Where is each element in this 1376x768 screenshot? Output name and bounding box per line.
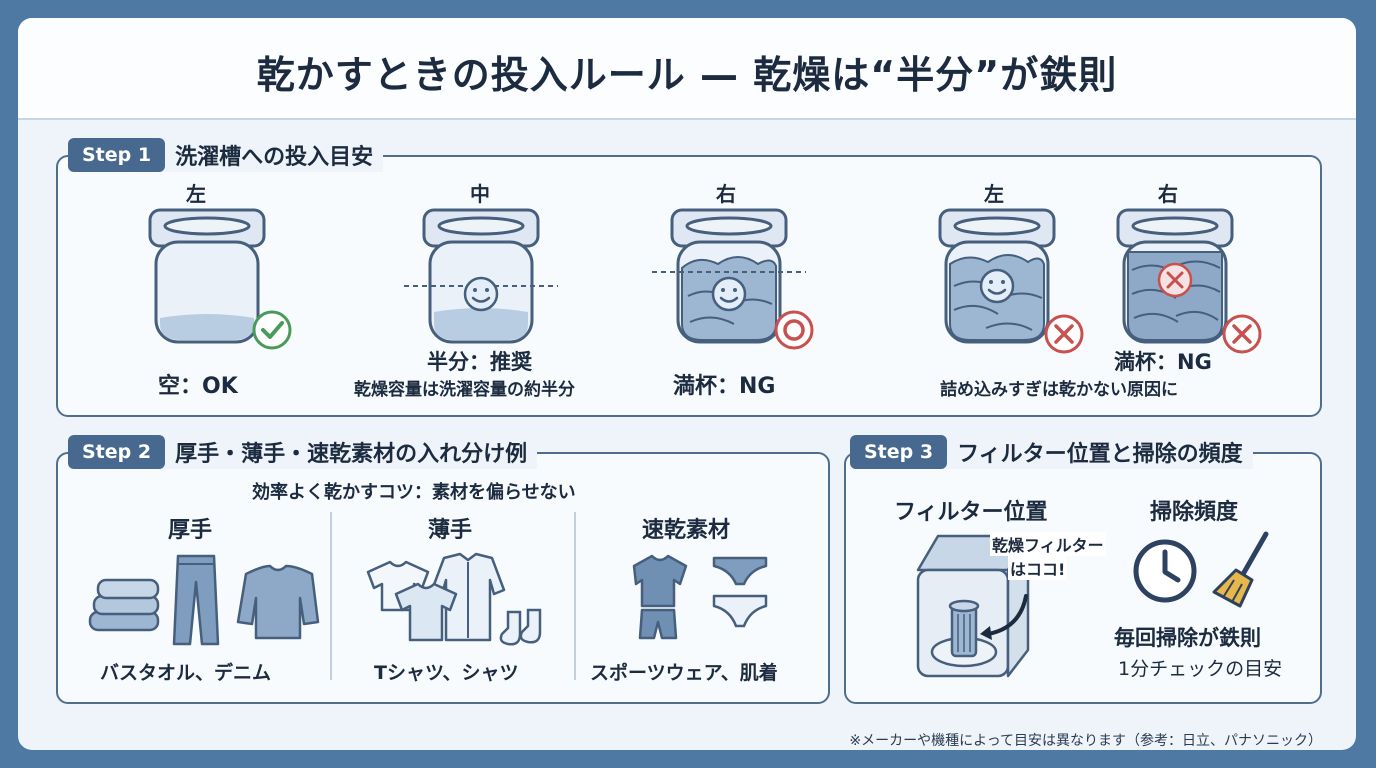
footnote: ※メーカーや機種によって目安は異なります（参考：日立、パナソニック）	[849, 733, 1322, 749]
step2-subtitle: 効率よく乾かすコツ：素材を偏らせない	[252, 482, 576, 503]
towel-icon	[88, 578, 160, 632]
smile-icon	[711, 276, 747, 312]
jeans-icon	[172, 554, 220, 646]
drum-3-label: 満杯：NG	[673, 374, 776, 399]
drum-full-illustration	[652, 208, 814, 350]
header: 乾かすときの投入ルール — 乾燥は“半分”が鉄則	[18, 18, 1356, 120]
broom-icon	[1212, 531, 1269, 608]
step1-title: 洗濯槽への投入目安	[175, 145, 374, 170]
thin-caption: Tシャツ、シャツ	[374, 662, 519, 684]
drum-half-illustration	[404, 208, 558, 344]
drum-overstuffed-illustration	[1116, 208, 1262, 354]
drum-2-note: 乾燥容量は洗濯容量の約半分	[354, 380, 575, 400]
thick-heading: 厚手	[168, 518, 213, 543]
thin-clothes-illustration	[366, 552, 542, 646]
step3-header: Step 3 フィルター位置と掃除の頻度	[850, 435, 1253, 469]
step1-header: Step 1 洗濯槽への投入目安	[68, 138, 384, 172]
drum-5-position: 右	[1158, 182, 1178, 206]
drum-empty-illustration	[148, 208, 292, 350]
clock-icon	[1133, 539, 1197, 603]
step3-badge: Step 3	[850, 435, 948, 469]
step2-header: Step 2 厚手・薄手・速乾素材の入れ分け例	[68, 435, 538, 469]
step3-title: フィルター位置と掃除の頻度	[957, 442, 1243, 467]
cleaning-rule: 毎回掃除が鉄則	[1114, 626, 1261, 650]
column-divider	[574, 512, 576, 680]
quickdry-caption: スポーツウェア、肌着	[590, 662, 778, 684]
quickdry-clothes-illustration	[632, 554, 768, 640]
arrow-icon	[986, 594, 1028, 636]
cleaning-rule-note: 1分チェックの目安	[1118, 658, 1283, 680]
filter-heading: フィルター位置	[894, 500, 1048, 525]
ng-group-note: 詰め込みすぎは乾かない原因に	[940, 380, 1178, 400]
drum-1-position: 左	[186, 182, 206, 206]
step2-badge: Step 2	[68, 435, 166, 469]
cross-icon	[1157, 262, 1193, 298]
frequency-heading: 掃除頻度	[1150, 500, 1239, 525]
drum-3-position: 右	[716, 182, 736, 206]
drum-stuffed-illustration	[938, 208, 1084, 354]
cross-icon	[1222, 314, 1262, 354]
step1-badge: Step 1	[68, 138, 166, 172]
sportswear-icon	[632, 554, 688, 640]
check-icon	[252, 310, 292, 350]
column-divider	[330, 512, 332, 680]
filter-icon	[948, 599, 980, 658]
thin-heading: 薄手	[428, 518, 473, 543]
drum-4-position: 左	[984, 182, 1004, 206]
ng-group-label: 満杯：NG	[1114, 350, 1212, 374]
sweater-icon	[236, 564, 320, 640]
drum-2-position: 中	[470, 182, 490, 206]
filter-callout-line1: 乾燥フィルター	[990, 532, 1106, 556]
drum-2-label: 半分：推奨	[427, 350, 532, 374]
cross-icon	[1044, 314, 1084, 354]
smile-icon	[463, 276, 499, 312]
quickdry-heading: 速乾素材	[642, 518, 731, 543]
thick-caption: バスタオル、デニム	[100, 662, 272, 684]
thick-clothes-illustration	[88, 554, 320, 646]
underwear-icon	[712, 556, 768, 628]
smile-icon	[979, 268, 1015, 304]
page-title: 乾かすときの投入ルール — 乾燥は“半分”が鉄則	[256, 53, 1118, 97]
socks-icon	[499, 608, 542, 646]
filter-callout-line2: はココ!	[1008, 556, 1068, 580]
drum-1-label: 空：OK	[158, 374, 238, 399]
ng-circle-icon	[774, 310, 814, 350]
tshirt-icon	[394, 582, 458, 642]
step2-title: 厚手・薄手・速乾素材の入れ分け例	[175, 442, 528, 467]
infographic-card: 乾かすときの投入ルール — 乾燥は“半分”が鉄則 Step 1 洗濯槽への投入目…	[18, 18, 1356, 750]
